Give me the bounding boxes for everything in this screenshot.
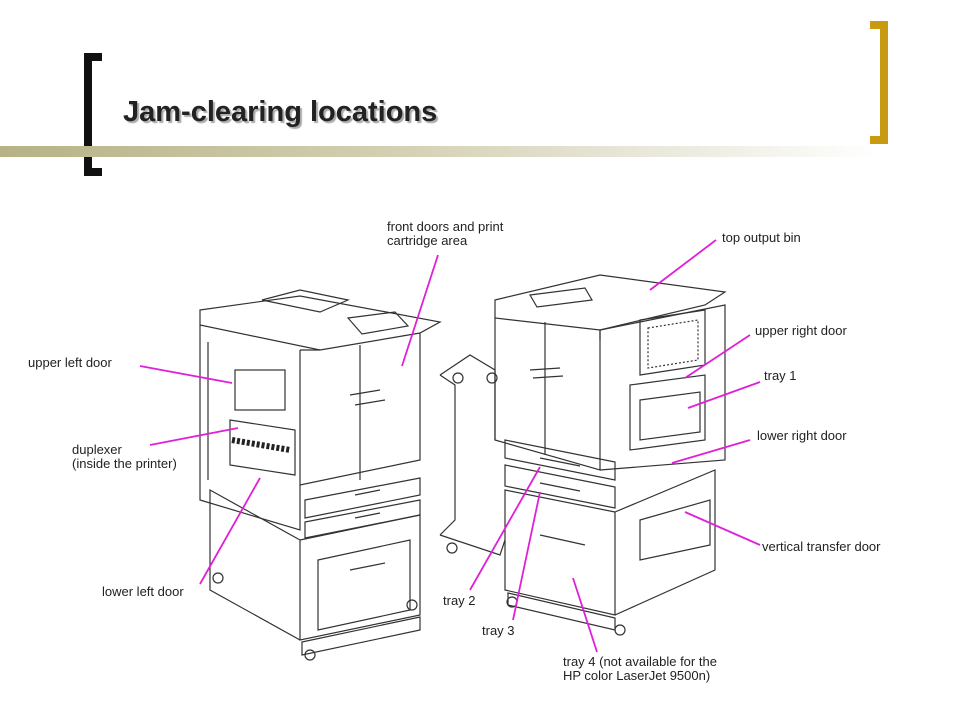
slide-title: Jam-clearing locations [123, 96, 438, 128]
leader-tray1 [687, 381, 761, 409]
right-bracket [870, 21, 888, 144]
label-top-output-bin: top output bin [722, 230, 801, 245]
leader-tray3 [512, 491, 541, 621]
leader-upper-left-door [139, 365, 233, 384]
leader-tray4 [572, 577, 598, 653]
leader-front-doors [401, 254, 439, 367]
leader-duplexer [149, 427, 239, 446]
label-front-doors: front doors and print cartridge area [387, 219, 504, 248]
right-printer [439, 274, 727, 636]
label-tray3: tray 3 [482, 623, 515, 638]
leader-upper-right-door [684, 334, 751, 379]
leader-lower-right-door [671, 439, 751, 464]
leader-tray2 [469, 466, 541, 591]
label-tray4: tray 4 (not available for the HP color L… [563, 654, 717, 683]
label-vertical-transfer-door: vertical transfer door [762, 539, 881, 554]
label-duplexer: duplexer (inside the printer) [72, 442, 177, 471]
leader-lower-left-door [199, 477, 261, 585]
label-tray2: tray 2 [443, 593, 476, 608]
label-upper-right-door: upper right door [755, 323, 847, 338]
leader-top-output-bin [649, 239, 717, 291]
label-upper-left-door: upper left door [28, 355, 112, 370]
leader-vertical-transfer-door [684, 511, 761, 546]
left-bracket [84, 53, 102, 176]
title-underline [0, 146, 880, 157]
left-printer [199, 289, 442, 661]
label-lower-left-door: lower left door [102, 584, 184, 599]
label-tray1: tray 1 [764, 368, 797, 383]
label-lower-right-door: lower right door [757, 428, 847, 443]
leader-lines [139, 239, 761, 653]
